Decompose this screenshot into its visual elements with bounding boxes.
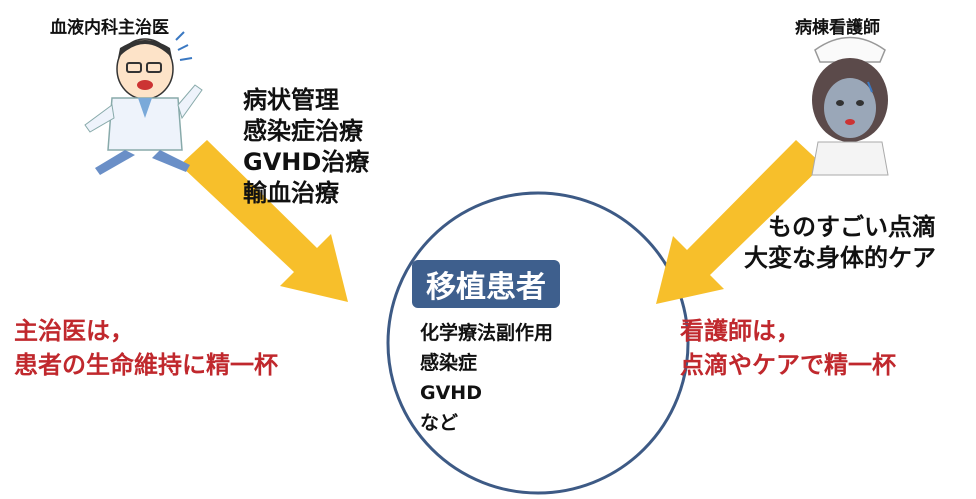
doctor-conclusion-line: 患者の生命維持に精一杯 bbox=[14, 351, 278, 379]
doctor-task-item: 輸血治療 bbox=[243, 179, 339, 207]
nurse-conclusion: 看護師は， 点滴やケアで精一杯 bbox=[680, 314, 896, 382]
patient-issue-item: GVHD bbox=[420, 382, 482, 404]
right-arrow bbox=[656, 140, 823, 304]
patient-circle bbox=[386, 191, 690, 495]
doctor-task-list: 病状管理 感染症治療 GVHD治療 輸血治療 bbox=[243, 85, 369, 209]
nurse-illustration bbox=[811, 36, 889, 176]
doctor-task-item: GVHD治療 bbox=[243, 148, 370, 176]
patient-issue-list: 化学療法副作用 感染症 GVHD など bbox=[420, 318, 553, 438]
nurse-task-list: ものすごい点滴 大変な身体的ケア bbox=[744, 212, 936, 274]
nurse-conclusion-line: 看護師は， bbox=[680, 317, 800, 345]
nurse-role-label: 病棟看護師 bbox=[795, 18, 880, 38]
patient-issue-item: 化学療法副作用 bbox=[420, 322, 554, 344]
doctor-task-item: 感染症治療 bbox=[243, 117, 363, 145]
nurse-conclusion-line: 点滴やケアで精一杯 bbox=[680, 351, 896, 379]
nurse-task-item: ものすごい点滴 bbox=[768, 213, 936, 241]
doctor-illustration bbox=[84, 31, 203, 175]
doctor-task-item: 病状管理 bbox=[243, 86, 339, 114]
doctor-role-label: 血液内科主治医 bbox=[50, 18, 169, 38]
patient-issue-item: 感染症 bbox=[420, 352, 478, 374]
left-arrow bbox=[180, 140, 348, 302]
nurse-task-item: 大変な身体的ケア bbox=[744, 244, 936, 272]
patient-title: 移植患者 bbox=[412, 260, 560, 308]
doctor-conclusion-line: 主治医は， bbox=[14, 317, 134, 345]
patient-issue-item: など bbox=[420, 412, 459, 434]
doctor-conclusion: 主治医は， 患者の生命維持に精一杯 bbox=[14, 314, 278, 382]
